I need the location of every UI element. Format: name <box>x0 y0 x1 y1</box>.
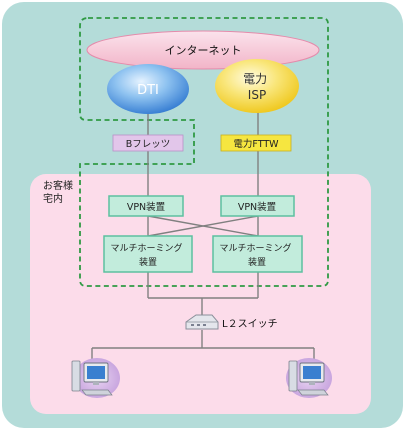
vpn-device-left-label: VPN装置 <box>127 201 165 213</box>
multihoming-device-left-label: マルチホーミング 装置 <box>111 242 186 268</box>
dashed-enclosure <box>79 17 329 287</box>
l2-switch-icon <box>185 314 219 330</box>
vpn-device-right-label: VPN装置 <box>238 201 276 213</box>
bflets-box <box>112 134 184 152</box>
isp-dti-oval <box>107 64 189 114</box>
l2-switch-label: L２スイッチ <box>222 318 278 330</box>
premises-label: お客様 宅内 <box>43 179 76 205</box>
pc-right-icon <box>286 358 332 398</box>
multihoming-device-right-label: マルチホーミング 装置 <box>220 242 295 268</box>
bflets-label: Bフレッツ <box>126 139 171 150</box>
multihoming-device-left <box>103 235 193 273</box>
power-fttw-box <box>220 134 292 152</box>
power-fttw-label: 電力FTTW <box>233 138 279 150</box>
isp-dti-label: DTI <box>137 83 159 98</box>
pc-left-icon <box>71 358 120 398</box>
isp-power-label: 電力 ISP <box>243 72 271 102</box>
premises-area <box>30 174 371 414</box>
isp-power-oval <box>215 59 299 113</box>
multihoming-device-right <box>212 235 303 273</box>
connection-lines <box>91 104 315 362</box>
internet-label: インターネット <box>165 44 242 57</box>
vpn-device-right <box>220 195 295 217</box>
vpn-device-left <box>108 195 184 217</box>
